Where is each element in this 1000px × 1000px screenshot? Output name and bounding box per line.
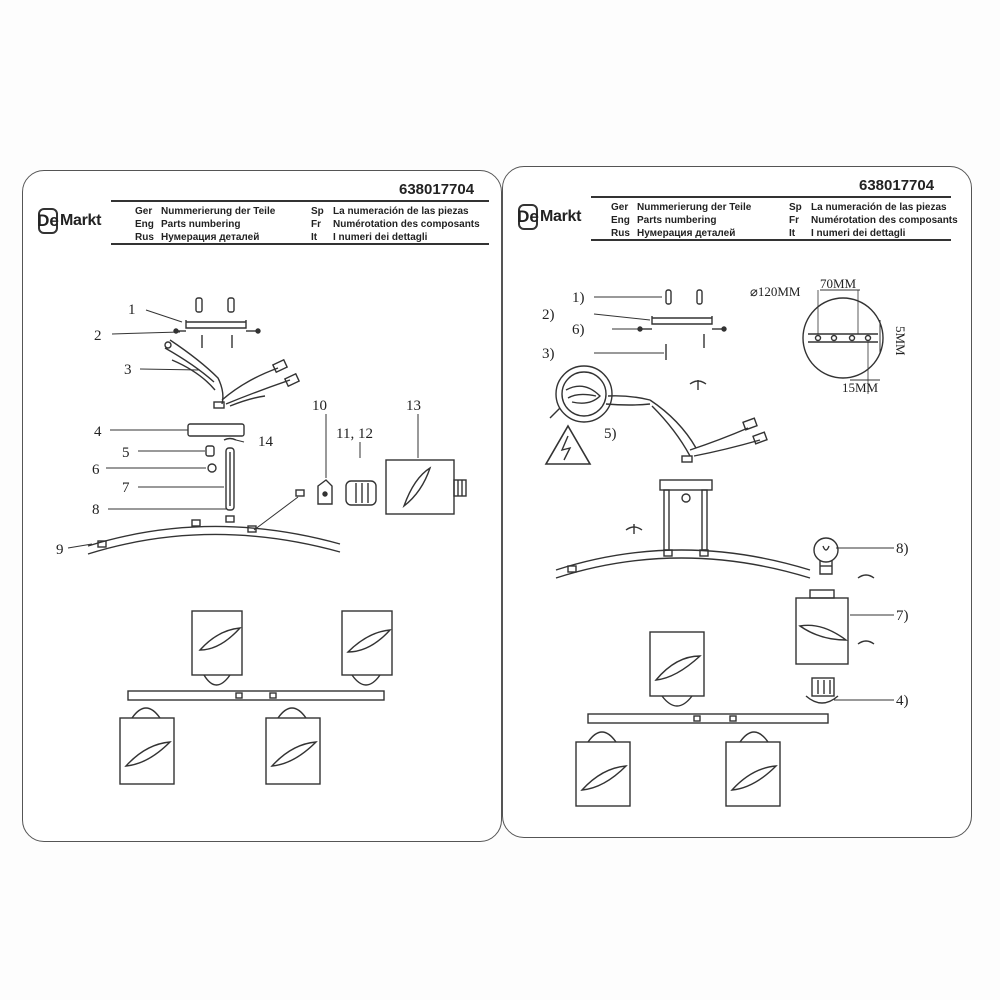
- part-label-5: 5): [604, 426, 617, 442]
- lang-text: Нумерация деталей: [161, 232, 260, 243]
- mounting-bracket: [173, 297, 261, 348]
- lang-text: Nummerierung der Teile: [637, 202, 752, 213]
- high-voltage-icon: [544, 424, 592, 465]
- part-label-11-12: 11, 12: [336, 426, 373, 442]
- wiring-harness: [164, 339, 301, 409]
- assembled-fixture-left: [119, 610, 393, 785]
- part-label-2: 2: [94, 328, 102, 344]
- logo-mark: De: [37, 208, 59, 234]
- product-code: 638017704: [859, 177, 935, 194]
- lang-text: La numeración de las piezas: [811, 202, 947, 213]
- language-table: Ger Nummerierung der Teile Sp La numerac…: [135, 205, 523, 244]
- part-label-8: 8): [896, 541, 909, 557]
- dimension-diameter: ⌀120MM: [750, 284, 801, 299]
- lang-code: Rus: [135, 232, 154, 243]
- logo-text: Markt: [540, 208, 582, 225]
- lang-code: Ger: [135, 206, 153, 217]
- shade-part: [795, 589, 875, 665]
- lang-code: Rus: [611, 228, 630, 239]
- lang-text: La numeración de las piezas: [333, 206, 469, 217]
- lang-text: Nummerierung der Teile: [161, 206, 276, 217]
- part-label-9: 9: [56, 542, 64, 558]
- right-canopy: [625, 479, 713, 551]
- right-leader-lines: [593, 296, 894, 701]
- header-left: De Markt 638017704 Ger Nummerierung der …: [23, 171, 501, 251]
- lang-code: Eng: [135, 219, 154, 230]
- lang-code: It: [311, 232, 318, 243]
- lang-text: I numeri dei dettagli: [333, 232, 428, 243]
- header-rule-bottom: [591, 239, 951, 241]
- lang-code: Eng: [611, 215, 630, 226]
- part-label-1: 1: [128, 302, 136, 318]
- assembly-panel-left: De Markt 638017704 Ger Nummerierung der …: [22, 170, 502, 842]
- header-rule-bottom: [111, 243, 489, 245]
- part-label-2: 2): [542, 307, 555, 323]
- lang-code: Ger: [611, 202, 629, 213]
- assembly-panel-right: De Markt 638017704 Ger Nummerierung der …: [502, 166, 972, 838]
- part-label-14: 14: [258, 434, 274, 450]
- lang-text: Numérotation des composants: [333, 219, 480, 230]
- logo-text: Markt: [60, 212, 102, 229]
- part-label-3: 3): [542, 346, 555, 362]
- canopy-dimension-detail: [802, 289, 884, 394]
- part-label-8: 8: [92, 502, 100, 518]
- right-curved-arm: [555, 549, 811, 579]
- canopy-parts: [187, 423, 245, 527]
- junction-box-detail: [549, 365, 768, 463]
- right-part-labels: 1) 2) 6) 3) 5) 8) 7) 4) ⌀120MM 70MM 5MM …: [542, 276, 909, 709]
- right-bracket: [637, 289, 727, 390]
- lang-code: It: [789, 228, 796, 239]
- product-code: 638017704: [399, 181, 475, 198]
- socket-part: [805, 677, 839, 704]
- curved-arm: [87, 525, 341, 555]
- header-rule-top: [591, 196, 951, 198]
- part-label-7: 7: [122, 480, 130, 496]
- part-label-5: 5: [122, 445, 130, 461]
- left-part-labels: 1 2 3 4 5 6 7 8 9 10 11, 12 13 14: [56, 302, 421, 558]
- dimension-width: 70MM: [820, 276, 857, 291]
- bulb-icon: [813, 537, 875, 579]
- part-label-10: 10: [312, 398, 327, 414]
- part-label-3: 3: [124, 362, 132, 378]
- assembled-fixture-right: [575, 631, 829, 807]
- part-label-13: 13: [406, 398, 421, 414]
- lang-code: Sp: [789, 202, 802, 213]
- lang-code: Sp: [311, 206, 324, 217]
- part-label-6: 6: [92, 462, 100, 478]
- lamp-parts: [295, 459, 467, 515]
- lang-text: I numeri dei dettagli: [811, 228, 906, 239]
- brand-logo: De Markt: [517, 204, 582, 230]
- logo-mark: De: [517, 204, 539, 230]
- part-label-7: 7): [896, 608, 909, 624]
- lang-code: Fr: [311, 219, 321, 230]
- part-label-4: 4): [896, 693, 909, 709]
- header-rule-top: [111, 200, 489, 202]
- dimension-depth: 5MM: [893, 326, 908, 356]
- lang-text: Numérotation des composants: [811, 215, 958, 226]
- lang-text: Parts numbering: [637, 215, 717, 226]
- lang-text: Parts numbering: [161, 219, 241, 230]
- dimension-offset: 15MM: [842, 380, 879, 395]
- language-table: Ger Nummerierung der Teile Sp La numerac…: [611, 201, 981, 240]
- lang-text: Нумерация деталей: [637, 228, 736, 239]
- header-right: De Markt 638017704 Ger Nummerierung der …: [503, 167, 971, 247]
- brand-logo: De Markt: [37, 208, 102, 234]
- part-label-1: 1): [572, 290, 585, 306]
- part-label-4: 4: [94, 424, 102, 440]
- part-label-6: 6): [572, 322, 585, 338]
- lang-code: Fr: [789, 215, 799, 226]
